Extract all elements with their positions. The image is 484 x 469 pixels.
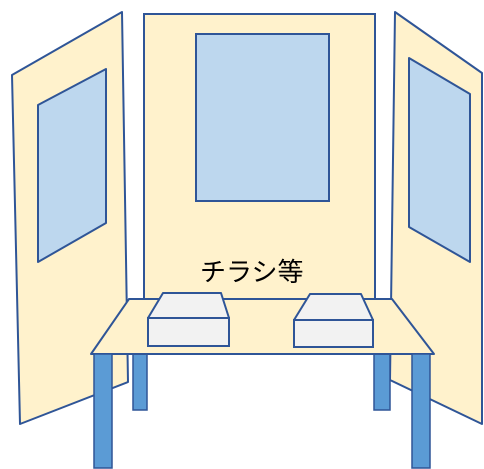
table-top: [90, 298, 435, 355]
right-panel-window: [408, 57, 471, 263]
center-panel: [143, 13, 376, 301]
left-panel-window: [37, 68, 107, 263]
table-leg-back-left: [132, 351, 148, 411]
table-leg-front-right: [411, 353, 431, 469]
flyer-stack-left-top: [147, 292, 230, 319]
left-panel: [11, 11, 129, 425]
flyers-label: チラシ等: [200, 258, 303, 288]
table-leg-back-right: [373, 351, 391, 411]
flyer-stack-left: [147, 292, 230, 347]
center-panel-window: [195, 33, 330, 202]
flyer-stack-right-front: [293, 319, 374, 348]
flyer-stack-right: [293, 293, 374, 348]
flyer-stack-left-front: [147, 317, 230, 347]
right-panel: [389, 11, 483, 425]
table-leg-front-left: [93, 353, 113, 469]
